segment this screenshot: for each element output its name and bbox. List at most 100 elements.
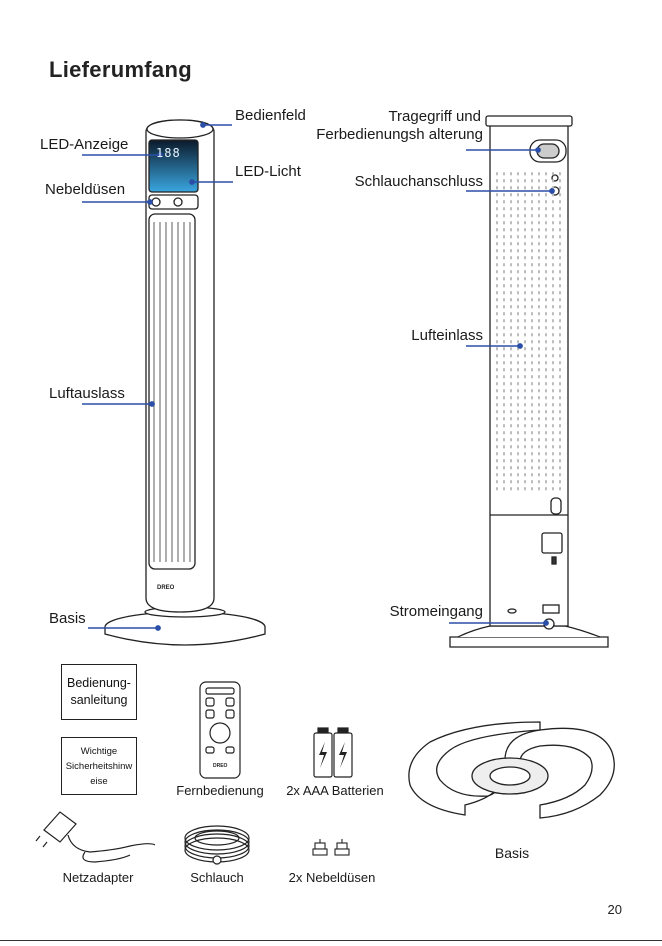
inlet-perforation: [552, 487, 554, 491]
inlet-perforation: [538, 361, 540, 365]
inlet-perforation: [496, 270, 498, 274]
inlet-perforation: [524, 305, 526, 309]
inlet-perforation: [496, 214, 498, 218]
inlet-perforation: [524, 445, 526, 449]
inlet-perforation: [559, 347, 561, 351]
inlet-perforation: [531, 466, 533, 470]
inlet-perforation: [538, 270, 540, 274]
inlet-perforation: [510, 410, 512, 414]
inlet-perforation: [538, 312, 540, 316]
inlet-perforation: [538, 466, 540, 470]
inlet-perforation: [531, 263, 533, 267]
hose-coil-shape: [185, 826, 249, 864]
inlet-perforation: [552, 431, 554, 435]
inlet-perforation: [503, 235, 505, 239]
inlet-perforation: [510, 466, 512, 470]
inlet-perforation: [552, 228, 554, 232]
inlet-perforation: [545, 354, 547, 358]
inlet-perforation: [531, 305, 533, 309]
inlet-perforation: [503, 186, 505, 190]
inlet-perforation: [559, 389, 561, 393]
safety-title-line2: Sicherheitshinw: [66, 759, 133, 774]
inlet-perforation: [517, 186, 519, 190]
inlet-perforation: [531, 382, 533, 386]
inlet-perforation: [517, 375, 519, 379]
inlet-perforation: [559, 249, 561, 253]
inlet-perforation: [503, 319, 505, 323]
inlet-perforation: [559, 186, 561, 190]
inlet-perforation: [524, 256, 526, 260]
inlet-perforation: [503, 179, 505, 183]
inlet-perforation: [552, 333, 554, 337]
inlet-perforation: [524, 368, 526, 372]
inlet-perforation: [559, 179, 561, 183]
inlet-perforation: [538, 382, 540, 386]
inlet-perforation: [552, 270, 554, 274]
inlet-perforation: [552, 466, 554, 470]
inlet-perforation: [524, 298, 526, 302]
inlet-perforation: [496, 445, 498, 449]
inlet-perforation: [538, 445, 540, 449]
inlet-perforation: [559, 207, 561, 211]
inlet-perforation: [531, 228, 533, 232]
manual-title-line1: Bedienung-: [67, 675, 131, 692]
inlet-perforation: [545, 480, 547, 484]
inlet-perforation: [503, 221, 505, 225]
inlet-perforation: [552, 263, 554, 267]
inlet-perforation: [538, 326, 540, 330]
inlet-perforation: [538, 410, 540, 414]
inlet-perforation: [503, 200, 505, 204]
inlet-perforation: [496, 277, 498, 281]
inlet-perforation: [496, 193, 498, 197]
inlet-perforation: [503, 375, 505, 379]
inlet-perforation: [503, 263, 505, 267]
inlet-perforation: [559, 375, 561, 379]
inlet-perforation: [496, 333, 498, 337]
safety-booklet: Wichtige Sicherheitshinw eise: [61, 737, 137, 795]
inlet-perforation: [517, 480, 519, 484]
caption-remote: Fernbedienung: [168, 783, 272, 798]
inlet-perforation: [517, 193, 519, 197]
inlet-perforation: [538, 207, 540, 211]
inlet-perforation: [503, 382, 505, 386]
inlet-perforation: [496, 340, 498, 344]
inlet-perforation: [552, 340, 554, 344]
inlet-perforation: [496, 361, 498, 365]
label-base-front: Basis: [49, 610, 86, 628]
inlet-perforation: [531, 417, 533, 421]
base-halves-shape: [409, 722, 614, 818]
inlet-perforation: [531, 368, 533, 372]
inlet-perforation: [552, 242, 554, 246]
inlet-perforation: [517, 312, 519, 316]
inlet-perforation: [496, 179, 498, 183]
inlet-perforation: [496, 172, 498, 176]
inlet-perforation: [524, 340, 526, 344]
inlet-perforation: [510, 375, 512, 379]
inlet-perforation: [510, 277, 512, 281]
inlet-perforation: [496, 431, 498, 435]
label-control-panel: Bedienfeld: [235, 107, 306, 125]
inlet-perforation: [545, 347, 547, 351]
inlet-perforation: [510, 368, 512, 372]
inlet-perforation: [503, 466, 505, 470]
inlet-perforation: [496, 249, 498, 253]
inlet-perforation: [545, 410, 547, 414]
manual-booklet: Bedienung- sanleitung: [61, 664, 137, 720]
inlet-perforation: [545, 326, 547, 330]
inlet-perforation: [531, 403, 533, 407]
inlet-perforation: [559, 214, 561, 218]
inlet-perforation: [510, 284, 512, 288]
inlet-perforation: [538, 172, 540, 176]
inlet-perforation: [510, 242, 512, 246]
inlet-perforation: [559, 228, 561, 232]
inlet-perforation: [552, 235, 554, 239]
inlet-perforation: [510, 382, 512, 386]
inlet-perforation: [538, 235, 540, 239]
inlet-perforation: [559, 340, 561, 344]
inlet-perforation: [496, 228, 498, 232]
inlet-perforation: [503, 256, 505, 260]
inlet-perforation: [559, 403, 561, 407]
inlet-perforation: [496, 221, 498, 225]
inlet-perforation: [559, 235, 561, 239]
inlet-perforation: [531, 480, 533, 484]
